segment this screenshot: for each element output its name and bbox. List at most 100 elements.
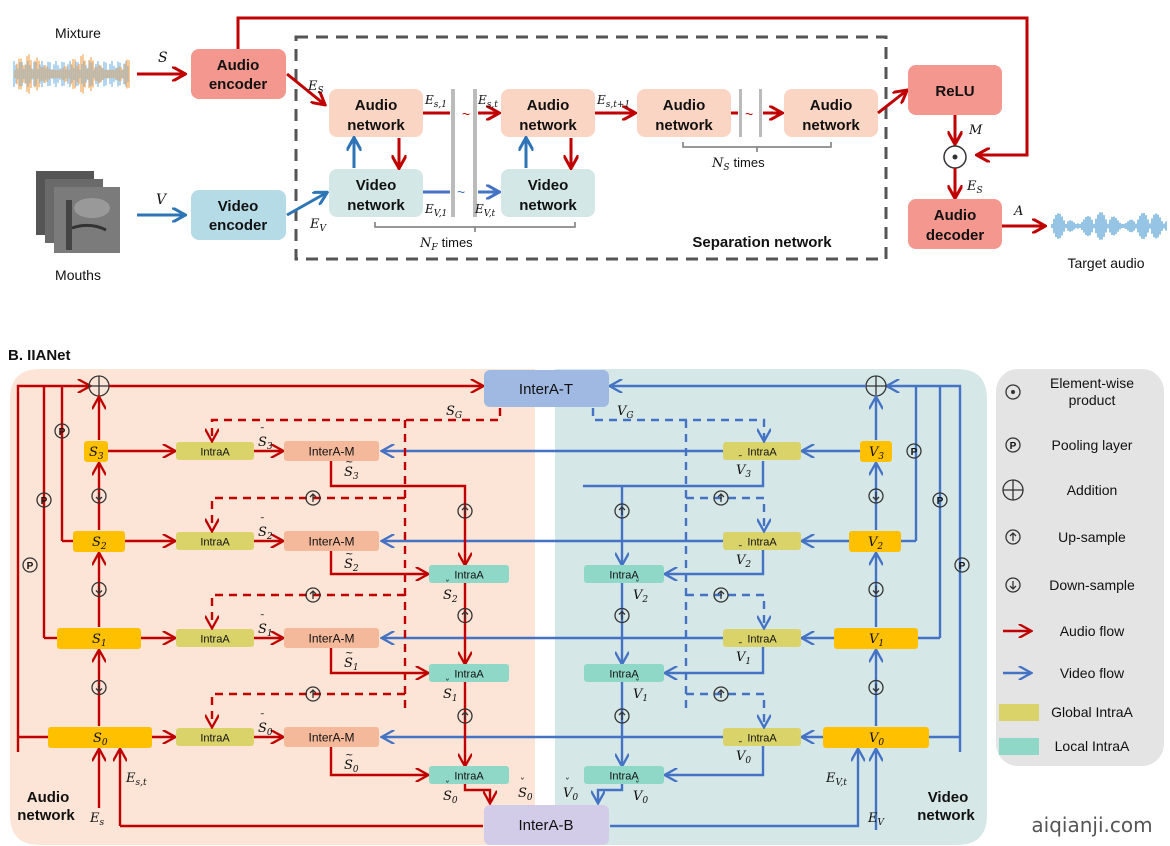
svg-text:~: ~ xyxy=(345,457,353,468)
s-symbol: S xyxy=(158,50,168,66)
audio-pool-icon-0: P xyxy=(22,557,38,573)
intera-b-to-video-line xyxy=(610,750,858,828)
svg-text:decoder: decoder xyxy=(926,227,985,244)
audio-dashed-upsample xyxy=(212,593,405,627)
interam-block: InterA-M xyxy=(284,441,379,461)
vg-dashed-guidance xyxy=(591,408,764,440)
down-sample-icon xyxy=(1005,577,1021,593)
audio-network-block-4: Audio network xyxy=(784,89,878,137)
element-wise-product-icon xyxy=(943,145,967,169)
audio-tilde-to-local-arrow xyxy=(329,648,427,673)
audio-stilde-symbol: S3 xyxy=(344,465,359,482)
svg-text:IntraA: IntraA xyxy=(454,570,484,582)
ev-input-symbol: EV xyxy=(867,811,886,828)
audio-s0check-symbol: S0 xyxy=(518,786,533,803)
svg-text:encoder: encoder xyxy=(209,76,268,93)
video-pool-icon-2: P xyxy=(906,443,922,459)
svg-text:ˇ: ˇ xyxy=(634,679,640,690)
relu-block: ReLU xyxy=(908,65,1002,115)
svg-text:InterA-T: InterA-T xyxy=(519,381,573,398)
svg-text:Video: Video xyxy=(218,198,259,215)
svg-text:~: ~ xyxy=(345,549,353,560)
svg-text:InterA-M: InterA-M xyxy=(308,535,354,549)
ev-symbol: EV xyxy=(309,217,328,234)
es-arrow xyxy=(286,72,324,104)
es1-symbol: Es,1 xyxy=(424,93,447,110)
video-level-block-v2: V2 xyxy=(849,531,901,552)
intera-t-block: InterA-T xyxy=(484,370,609,407)
audio-network-block-2: Audio network xyxy=(501,89,595,137)
video-up-sample-icon xyxy=(713,686,729,702)
addition-icon xyxy=(1002,479,1024,501)
video-pool-icon-1: P xyxy=(932,492,948,508)
svg-text:¯: ¯ xyxy=(259,517,264,528)
svg-text:P: P xyxy=(937,496,944,507)
svg-text:S1: S1 xyxy=(92,632,107,649)
audio-pool-line-0 xyxy=(16,386,89,752)
svg-text:IntraA: IntraA xyxy=(609,570,639,582)
legend-item: Video flow xyxy=(1003,665,1125,681)
audio-level-block-s1: S1 xyxy=(57,628,141,649)
audio-level-block-s0: S0 xyxy=(48,727,152,748)
svg-text:InterA-M: InterA-M xyxy=(308,731,354,745)
audio-network-block-1: Audio network xyxy=(329,89,423,137)
legend-item: Down-sample xyxy=(1005,577,1135,593)
audio-global-intraa-block: IntraA xyxy=(176,629,254,647)
ev-arrow xyxy=(286,193,326,217)
encoder-skip-connection xyxy=(236,16,1029,155)
fusion-repeat-break: ~ ~ xyxy=(423,89,498,217)
video-local-up-sample-icon xyxy=(614,607,630,624)
svg-text:Audio: Audio xyxy=(217,57,260,74)
audio-scheck-symbol: S1 xyxy=(443,687,458,704)
svg-text:V0: V0 xyxy=(869,731,884,748)
svg-text:~: ~ xyxy=(345,648,353,659)
audio-level-block-s2: S2 xyxy=(73,531,125,552)
svg-text:network: network xyxy=(347,197,405,214)
audio-decoder-block: Audio decoder xyxy=(908,199,1002,249)
element-wise-product-icon xyxy=(1005,384,1021,400)
audio-down-sample-icon xyxy=(91,488,107,504)
video-global-intraa-block: IntraA xyxy=(723,442,801,460)
ev1-symbol: EV,1 xyxy=(424,202,447,219)
audio-to-intera-b-arrow xyxy=(463,784,490,802)
svg-text:network: network xyxy=(655,117,713,134)
audio-tilde-to-local-arrow xyxy=(329,747,427,775)
tilde-icon: ~ xyxy=(462,106,470,122)
audio-sbar-symbol: S0 xyxy=(258,721,273,738)
video-to-intera-b-arrow xyxy=(598,784,624,802)
audio-encoder-block: Audio encoder xyxy=(191,49,286,99)
audio-stilde-symbol: S1 xyxy=(344,656,359,673)
audio-sbar-symbol: S2 xyxy=(258,525,273,542)
svg-text:¯: ¯ xyxy=(259,614,264,625)
separation-network-box xyxy=(294,35,888,261)
video-up-sample-icon xyxy=(713,490,729,506)
video-vbar-symbol: V1 xyxy=(736,650,751,667)
mouth-frames-icon xyxy=(36,171,120,253)
svg-text:network: network xyxy=(519,197,577,214)
audio-sbar-symbol: S1 xyxy=(258,622,273,639)
svg-text:P: P xyxy=(911,447,918,458)
audio-sbar-symbol: S3 xyxy=(258,435,273,452)
svg-text:ˇ: ˇ xyxy=(634,781,640,792)
m-symbol: M xyxy=(968,123,983,138)
legend-label: Addition xyxy=(1067,482,1118,498)
svg-text:P: P xyxy=(27,561,34,572)
svg-text:network: network xyxy=(519,117,577,134)
to-relu-arrow xyxy=(877,91,906,115)
video-global-intraa-block: IntraA xyxy=(723,629,801,647)
audio-addition-icon xyxy=(88,375,110,397)
interam-block: InterA-M xyxy=(284,531,379,551)
separation-network-label: Separation network xyxy=(692,234,832,251)
legend-item: Audio flow xyxy=(1003,623,1125,639)
video-level-block-v3: V3 xyxy=(860,441,892,462)
video-level-block-v1: V1 xyxy=(834,628,918,649)
svg-text:P: P xyxy=(59,427,66,438)
intera-b-block: InterA-B xyxy=(484,805,609,845)
video-local-up-sample-icon xyxy=(614,503,630,519)
local-intraa-swatch xyxy=(999,738,1039,755)
video-local-intraa-block: IntraA xyxy=(584,664,664,682)
